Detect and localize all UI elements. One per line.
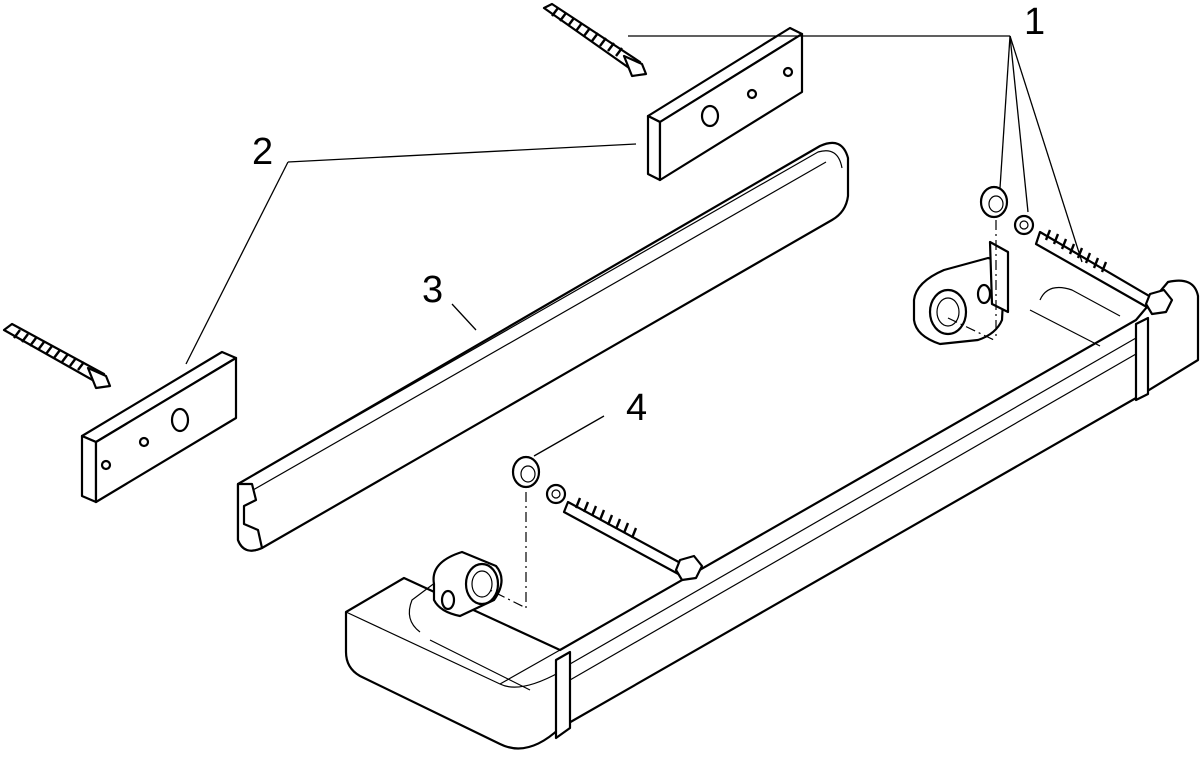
assembly-axis-lines — [489, 220, 997, 609]
callout-2: 2 — [252, 131, 273, 173]
callout-4: 4 — [626, 387, 647, 429]
leader-lines — [185, 35, 1083, 457]
wall-anchor-upper — [542, 2, 648, 78]
callout-3: 3 — [422, 269, 443, 311]
nut-washer-right — [979, 185, 1035, 236]
mounting-plate-upper — [646, 26, 804, 182]
callout-1: 1 — [1024, 1, 1045, 43]
cover-profile — [236, 141, 850, 552]
wood-screw-right — [1034, 229, 1174, 316]
wall-anchor-lower — [2, 322, 112, 390]
wood-screw-left — [562, 497, 704, 582]
mounting-plate-lower — [80, 350, 238, 504]
towel-bar-body — [344, 240, 1200, 750]
nut-washer-left — [511, 455, 567, 505]
